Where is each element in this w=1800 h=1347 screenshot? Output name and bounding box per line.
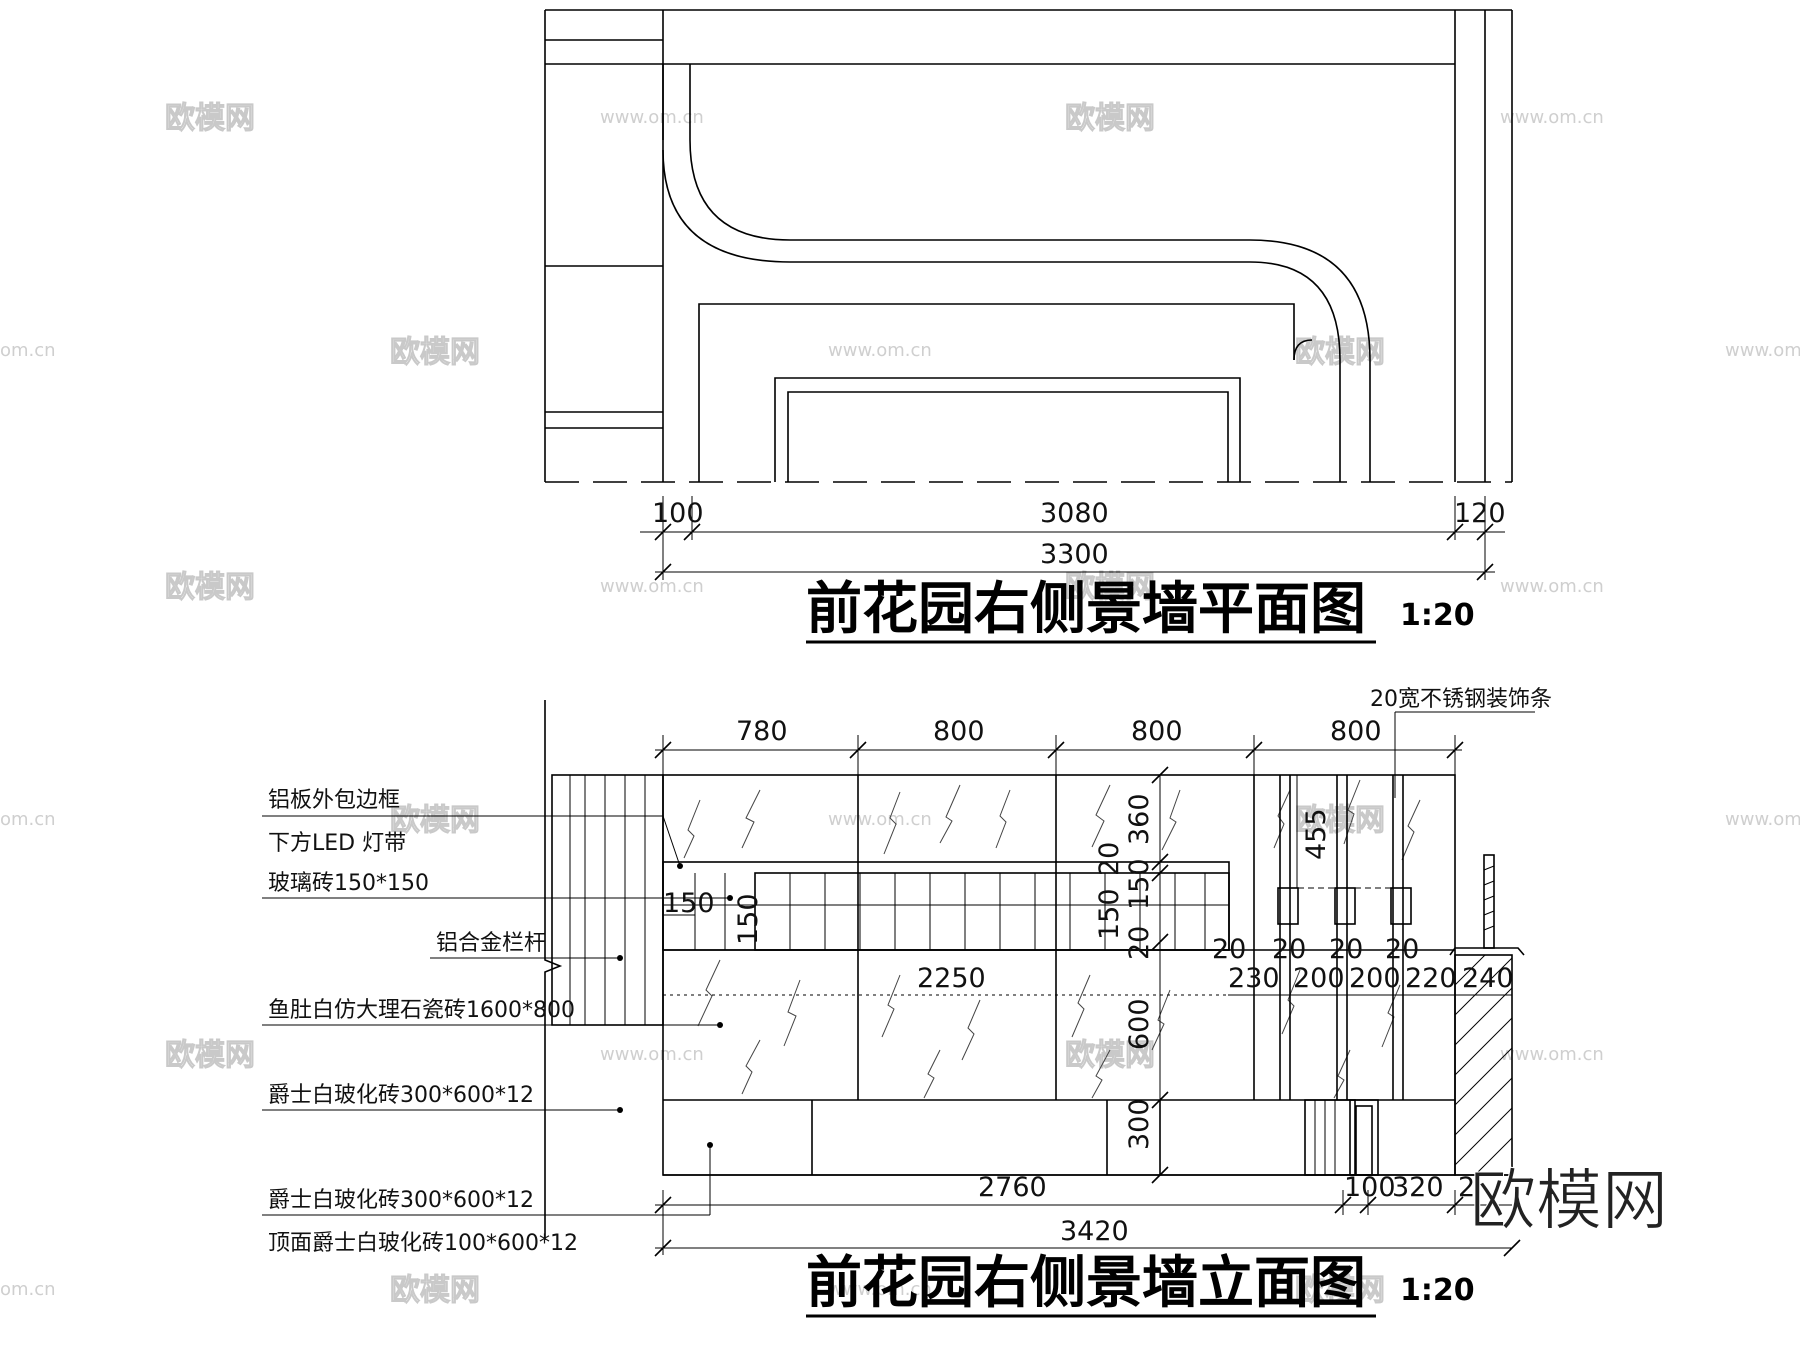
watermark-url: www.om.cn xyxy=(600,1044,704,1065)
glass-brick-grid xyxy=(663,873,1229,950)
watermark-url: www.om.cn xyxy=(600,576,704,597)
watermark-logo: 欧模网 xyxy=(1065,570,1155,605)
watermark-logo: 欧模网 xyxy=(1065,1038,1155,1073)
label-alu-rail: 铝合金栏杆 xyxy=(436,931,546,956)
elev-dim-600: 600 xyxy=(1124,998,1155,1050)
plan-view: 100 3080 120 3300 前花园右侧景墙平面图 1:20 xyxy=(544,9,1513,644)
watermark-url: om.cn xyxy=(0,809,56,830)
elev-dim-150-v: 150 xyxy=(733,893,764,945)
label-marble: 鱼肚白仿大理石瓷砖1600*800 xyxy=(268,998,575,1023)
label-led: 下方LED 灯带 xyxy=(268,831,406,856)
watermark-logo: 欧模网 xyxy=(165,1038,255,1073)
elevation-title: 前花园右侧景墙立面图 xyxy=(806,1251,1366,1316)
elev-dim-strip: 20 xyxy=(1385,934,1419,965)
watermark-logo: 欧模网 xyxy=(1295,803,1385,838)
elev-dim-bay: 200 xyxy=(1349,963,1401,994)
elev-dim-3420: 3420 xyxy=(1060,1216,1129,1247)
watermark-url: www.om.cn xyxy=(1500,576,1604,597)
watermark-logo: 欧模网 xyxy=(165,101,255,136)
elev-top-dim: 780 xyxy=(736,716,788,747)
elev-dim-strip: 20 xyxy=(1272,934,1306,965)
watermark-url: www.om.cn xyxy=(1500,107,1604,128)
watermark-url: www.om.cn xyxy=(1500,1044,1604,1065)
watermark-url: www.om.cn xyxy=(828,340,932,361)
elev-dim-2250: 2250 xyxy=(917,963,986,994)
label-tile-2: 爵士白玻化砖300*600*12 xyxy=(268,1188,534,1213)
elev-dim-strip: 20 xyxy=(1212,934,1246,965)
label-tile-3: 顶面爵士白玻化砖100*600*12 xyxy=(268,1231,578,1256)
elev-dim-bay: 200 xyxy=(1293,963,1345,994)
elev-dim-300: 300 xyxy=(1124,1098,1155,1150)
label-alu-frame: 铝板外包边框 xyxy=(268,788,400,813)
watermark-logo: 欧模网 xyxy=(1295,1273,1385,1308)
watermark-logo: 欧模网 xyxy=(390,335,480,370)
elev-dim-2760: 2760 xyxy=(978,1172,1047,1203)
plan-dim-3080: 3080 xyxy=(1040,498,1109,529)
watermark-url: www.om.cn xyxy=(600,107,704,128)
plan-scale: 1:20 xyxy=(1400,598,1475,633)
label-glass-brick: 玻璃砖150*150 xyxy=(268,871,429,896)
elev-dim-20: 20 xyxy=(1094,842,1125,876)
watermark-logo: 欧模网 xyxy=(165,570,255,605)
watermark-url: www.om.cn xyxy=(828,809,932,830)
elev-top-dim: 800 xyxy=(1330,716,1382,747)
elev-dim-360: 360 xyxy=(1124,793,1155,845)
elev-dim-150: 150 xyxy=(1124,858,1155,910)
watermark-logo: 欧模网 xyxy=(390,803,480,838)
watermark-url: www.om.cn xyxy=(828,1279,932,1300)
elev-dim-455: 455 xyxy=(1301,808,1332,860)
watermark-url: www.om.cn xyxy=(1725,809,1800,830)
elev-dim-150: 150 xyxy=(1094,888,1125,940)
callout-steel-strip: 20宽不锈钢装饰条 xyxy=(1370,687,1552,712)
elev-top-dim: 800 xyxy=(1131,716,1183,747)
column-hatch xyxy=(1454,954,1513,1176)
plan-dim-100: 100 xyxy=(652,498,704,529)
elev-dim-bay: 230 xyxy=(1228,963,1280,994)
plan-dim-3300: 3300 xyxy=(1040,539,1109,570)
watermark-url: om.cn xyxy=(0,340,56,361)
watermark-url: www.om.cn xyxy=(1725,340,1800,361)
watermark-url: om.cn xyxy=(0,1279,56,1300)
label-tile-1: 爵士白玻化砖300*600*12 xyxy=(268,1083,534,1108)
elev-dim-320: 320 xyxy=(1392,1172,1444,1203)
elev-dim-bay: 240 xyxy=(1462,963,1514,994)
marble-texture xyxy=(683,779,1421,1099)
elev-dim-150-h: 150 xyxy=(663,888,715,919)
watermark-logo: 欧模网 xyxy=(1065,101,1155,136)
elev-dim-20: 20 xyxy=(1124,926,1155,960)
elevation-scale: 1:20 xyxy=(1400,1273,1475,1308)
elevation-view: 780 800 800 800 20宽不锈钢装饰条 xyxy=(262,687,1552,1318)
watermark-logo: 欧模网 xyxy=(390,1273,480,1308)
elev-dim-strip: 20 xyxy=(1329,934,1363,965)
plan-dim-120: 120 xyxy=(1454,498,1506,529)
brand-watermark: 欧模网 xyxy=(1470,1162,1668,1239)
plan-title: 前花园右侧景墙平面图 xyxy=(806,577,1366,642)
elev-dim-2x: 2 xyxy=(1458,1172,1475,1203)
elev-dim-100: 100 xyxy=(1344,1172,1396,1203)
watermark-layer: 欧模网 欧模网 欧模网 欧模网 欧模网 欧模网 欧模网 欧模网 欧模网 欧模网 … xyxy=(0,101,1800,1309)
elev-top-dim: 800 xyxy=(933,716,985,747)
elev-dim-bay: 220 xyxy=(1405,963,1457,994)
